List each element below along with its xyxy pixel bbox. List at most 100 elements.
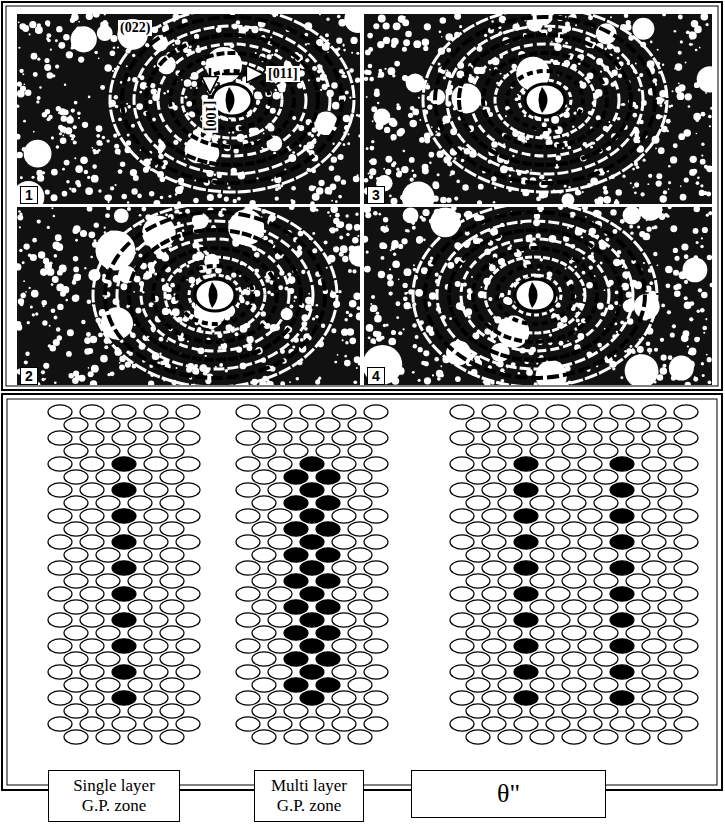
speckle	[568, 186, 571, 189]
speckle	[316, 209, 319, 212]
speckle	[634, 133, 638, 137]
speckle	[655, 147, 657, 149]
speckle	[419, 119, 421, 121]
speckle	[308, 293, 310, 295]
speckle	[22, 73, 24, 75]
speckle	[403, 302, 410, 309]
speckle	[345, 91, 349, 95]
speckle	[73, 125, 77, 129]
speckle	[397, 170, 402, 175]
speckle	[19, 226, 21, 228]
speckle	[296, 377, 300, 381]
speckle	[264, 323, 270, 329]
speckle	[27, 321, 30, 324]
speckle	[378, 213, 381, 216]
speckle	[337, 154, 343, 160]
speckle	[114, 208, 129, 223]
speckle	[104, 64, 112, 72]
speckle	[78, 117, 80, 119]
speckle	[316, 187, 323, 194]
speckle	[115, 148, 121, 154]
speckle	[348, 269, 352, 273]
speckle	[582, 191, 584, 193]
speckle	[136, 103, 143, 110]
speckle	[197, 45, 200, 48]
speckle	[176, 367, 178, 369]
speckle	[385, 169, 391, 175]
speckle	[65, 127, 72, 134]
speckle	[329, 257, 334, 262]
speckle	[275, 197, 279, 201]
speckle	[344, 14, 360, 33]
speckle	[413, 40, 421, 48]
speckle	[160, 361, 165, 366]
speckle	[72, 378, 79, 385]
speckle	[193, 198, 198, 203]
speckle	[58, 42, 65, 49]
speckle	[565, 42, 568, 45]
speckle	[344, 75, 347, 78]
micrograph-ground	[364, 207, 712, 385]
speckle	[622, 175, 625, 178]
speckle	[325, 33, 329, 37]
speckle	[365, 212, 371, 218]
speckle	[614, 301, 618, 305]
speckle	[326, 17, 329, 20]
speckle	[706, 354, 708, 356]
speckle	[106, 207, 110, 210]
speckle	[368, 172, 370, 174]
speckle	[670, 225, 677, 232]
speckle	[299, 144, 302, 147]
speckle	[556, 155, 562, 161]
speckle	[660, 367, 667, 374]
speckle	[422, 38, 429, 45]
speckle	[75, 165, 83, 173]
speckle	[689, 348, 697, 356]
fringe-ring	[117, 221, 313, 369]
speckle	[114, 95, 118, 99]
speckle	[274, 89, 277, 92]
speckle	[650, 41, 653, 44]
speckle	[710, 107, 712, 110]
speckle	[491, 20, 493, 22]
speckle	[699, 190, 705, 196]
speckle	[385, 156, 392, 163]
precipitate-core	[539, 87, 548, 113]
speckle	[373, 23, 379, 29]
speckle	[617, 117, 621, 121]
speckle	[373, 341, 376, 344]
speckle	[179, 186, 184, 191]
speckle	[175, 193, 178, 196]
speckle	[455, 376, 461, 382]
speckle	[396, 103, 399, 106]
speckle	[228, 132, 230, 134]
speckle	[160, 196, 164, 200]
speckle	[446, 48, 451, 53]
speckle	[44, 58, 49, 63]
speckle	[312, 66, 317, 71]
speckle	[121, 283, 128, 290]
speckle	[52, 276, 59, 283]
speckle	[429, 161, 432, 164]
speckle	[342, 339, 344, 341]
speckle	[263, 133, 265, 135]
speckle	[251, 309, 255, 313]
speckle	[177, 201, 181, 204]
speckle	[696, 181, 700, 185]
speckle	[224, 197, 229, 202]
speckle	[37, 219, 41, 223]
speckle	[127, 201, 130, 204]
speckle	[372, 120, 374, 122]
speckle	[403, 296, 408, 301]
speckle	[356, 174, 358, 176]
speckle	[683, 129, 691, 137]
speckle	[630, 345, 633, 348]
speckle	[121, 194, 127, 200]
speckle	[437, 62, 440, 65]
speckle	[663, 190, 667, 194]
speckle	[131, 124, 135, 128]
speckle	[405, 229, 408, 232]
speckle	[647, 348, 652, 353]
speckle	[100, 85, 105, 90]
speckle	[585, 216, 587, 218]
